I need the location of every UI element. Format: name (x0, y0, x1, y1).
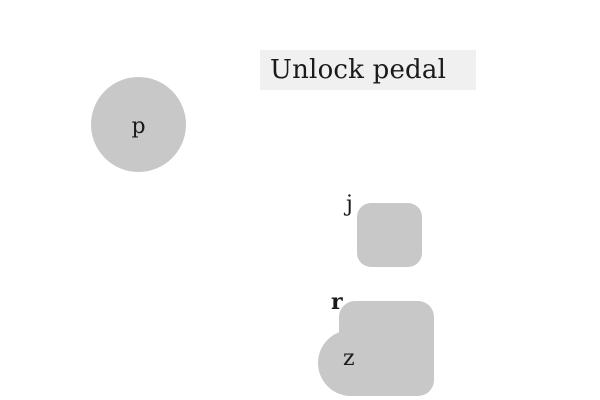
pedal-p-circle[interactable]: p (91, 77, 186, 172)
instruction-banner: Unlock pedal (260, 50, 476, 90)
pedal-z-bulge-part[interactable] (318, 330, 384, 396)
pedal-z-label: z (343, 346, 355, 371)
pedal-p-label: p (131, 114, 146, 139)
instruction-text: Unlock pedal (270, 55, 447, 85)
pedal-j-label: j (346, 192, 353, 217)
pedal-j-square[interactable] (357, 203, 422, 267)
pedal-r-label: r (331, 289, 343, 315)
pedal-z-shape[interactable]: z (318, 301, 434, 396)
